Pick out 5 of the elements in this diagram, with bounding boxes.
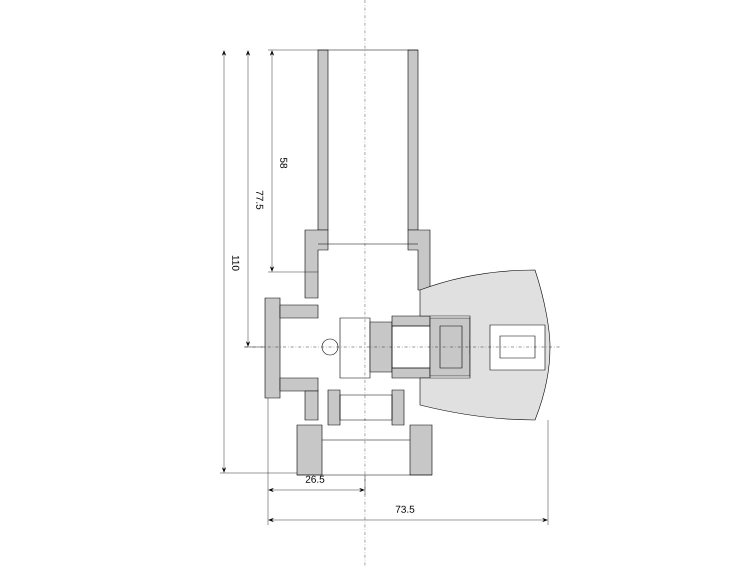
dimension-label: 26.5 (306, 476, 324, 483)
dimension-label: 73.5 (396, 506, 414, 513)
dimension-label: 77.5 (256, 190, 264, 210)
dimension-label: 110 (232, 256, 240, 271)
dimension-label: 58 (280, 158, 288, 168)
